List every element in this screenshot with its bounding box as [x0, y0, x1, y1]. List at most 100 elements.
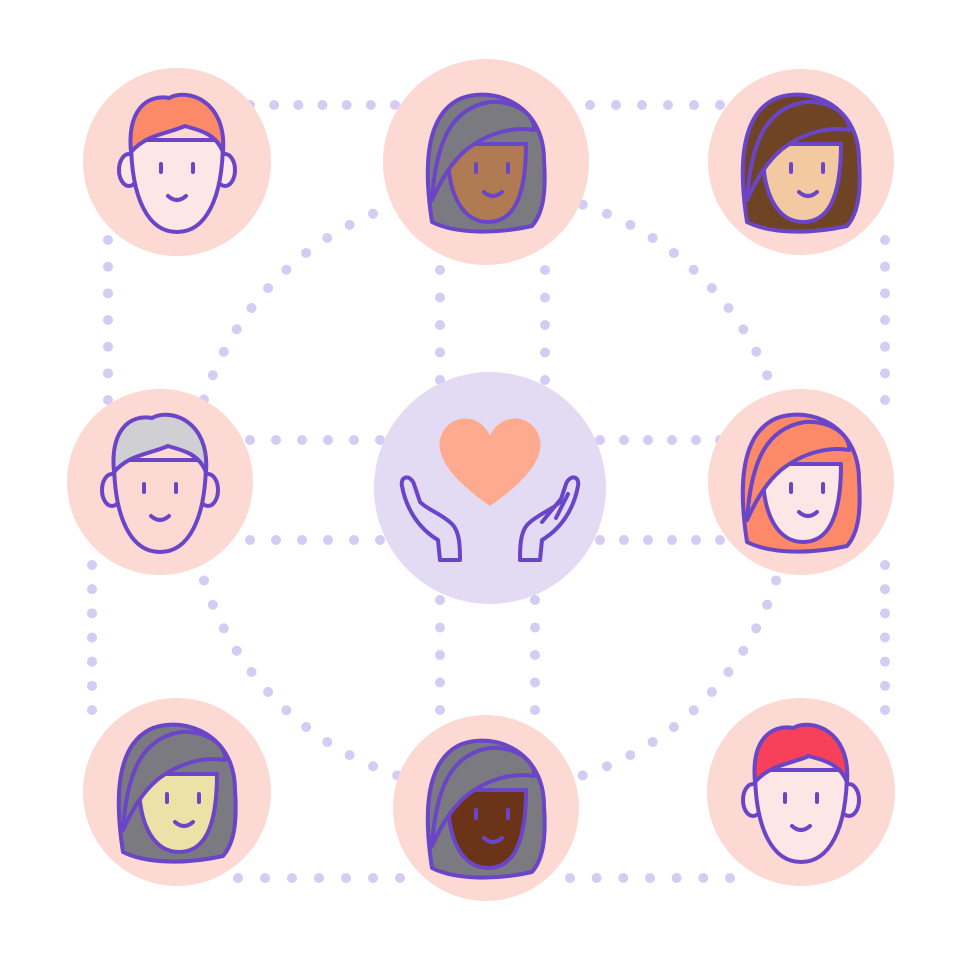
connection-dot — [762, 370, 773, 381]
connection-dot — [880, 632, 890, 643]
connection-dot — [349, 535, 359, 545]
connection-dot — [317, 100, 328, 110]
connection-dot — [530, 650, 540, 660]
connection-dot — [260, 873, 270, 883]
connection-dot — [647, 737, 658, 748]
connection-dot — [530, 622, 540, 633]
connection-dot — [880, 395, 890, 405]
woman-avatar-icon — [740, 92, 862, 234]
connection-dot — [706, 686, 717, 697]
connection-dot — [375, 435, 385, 445]
connection-dot — [435, 320, 445, 330]
connection-dot — [349, 435, 359, 445]
connection-dot — [698, 873, 709, 883]
connection-dot — [691, 435, 701, 445]
avatar-circles — [67, 59, 895, 901]
connection-dot — [245, 435, 255, 445]
connection-dot — [880, 235, 890, 245]
connection-dot — [271, 435, 281, 445]
connection-dot — [323, 435, 333, 445]
dotted-connections — [87, 100, 890, 883]
connection-dot — [231, 324, 242, 335]
connection-dot — [368, 208, 379, 219]
connection-dot — [762, 599, 773, 610]
connection-dot — [880, 705, 890, 715]
avatar-middle-right — [708, 389, 894, 575]
connection-dot — [301, 722, 312, 733]
connection-dot — [530, 705, 540, 715]
connection-dot — [435, 595, 445, 605]
right-hand-icon — [518, 475, 581, 562]
connection-dot — [619, 435, 629, 445]
connection-dot — [233, 873, 243, 883]
connection-dot — [87, 680, 97, 691]
connection-dot — [269, 100, 280, 110]
connection-dot — [87, 560, 97, 570]
connection-dot — [263, 686, 274, 697]
connection-dot — [297, 435, 307, 445]
connection-dot — [375, 535, 385, 545]
connection-dot — [880, 584, 890, 595]
connection-dot — [103, 341, 113, 352]
connection-dot — [218, 346, 229, 357]
connection-dot — [287, 873, 297, 883]
connection-dot — [689, 100, 699, 110]
connection-dot — [601, 208, 612, 219]
connection-dot — [880, 656, 890, 667]
connection-dot — [738, 324, 749, 335]
avatar-bottom-left — [83, 698, 271, 886]
connection-dot — [667, 535, 677, 545]
left-hand-icon — [399, 475, 462, 562]
connection-dot — [368, 873, 378, 883]
connection-dot — [540, 265, 550, 275]
hands-holding-heart-icon — [399, 418, 581, 562]
connection-dot — [293, 100, 304, 110]
connection-dot — [645, 873, 655, 883]
connection-dot — [245, 535, 255, 545]
connection-dot — [207, 599, 218, 610]
connection-dot — [435, 622, 445, 633]
connection-dot — [667, 435, 677, 445]
connection-dot — [619, 535, 629, 545]
connection-dot — [751, 346, 762, 357]
connection-dot — [647, 232, 658, 243]
connection-dot — [530, 595, 540, 605]
connection-dot — [365, 100, 376, 110]
connection-dot — [301, 247, 312, 258]
man-avatar-icon — [117, 92, 237, 234]
connection-dot — [87, 632, 97, 643]
connection-dot — [231, 645, 242, 656]
connection-dot — [87, 584, 97, 595]
connection-dot — [601, 761, 612, 772]
connection-dot — [540, 320, 550, 330]
connection-dot — [103, 395, 113, 405]
connection-dot — [880, 341, 890, 352]
connection-dot — [880, 560, 890, 570]
connection-dot — [591, 873, 602, 883]
connection-dot — [103, 288, 113, 299]
connection-dot — [643, 435, 653, 445]
avatar-top-center — [383, 59, 589, 265]
avatar-middle-left — [67, 389, 253, 575]
connection-dot — [688, 264, 699, 275]
connection-dot — [671, 873, 682, 883]
connection-dot — [725, 873, 735, 883]
connection-dot — [618, 873, 629, 883]
connection-dot — [435, 265, 445, 275]
man-avatar-icon — [741, 722, 861, 864]
connection-dot — [691, 535, 701, 545]
center-circle — [374, 372, 606, 604]
connection-dot — [322, 232, 333, 243]
connection-dot — [643, 535, 653, 545]
connection-dot — [577, 770, 588, 781]
connection-dot — [738, 645, 749, 656]
connection-dot — [771, 575, 782, 586]
connection-dot — [281, 264, 292, 275]
connection-dot — [880, 261, 890, 272]
connection-dot — [341, 100, 352, 110]
connection-dot — [625, 219, 636, 230]
connection-dot — [297, 535, 307, 545]
woman-avatar-icon — [425, 738, 547, 880]
connection-dot — [706, 283, 717, 294]
connection-dot — [368, 761, 379, 772]
